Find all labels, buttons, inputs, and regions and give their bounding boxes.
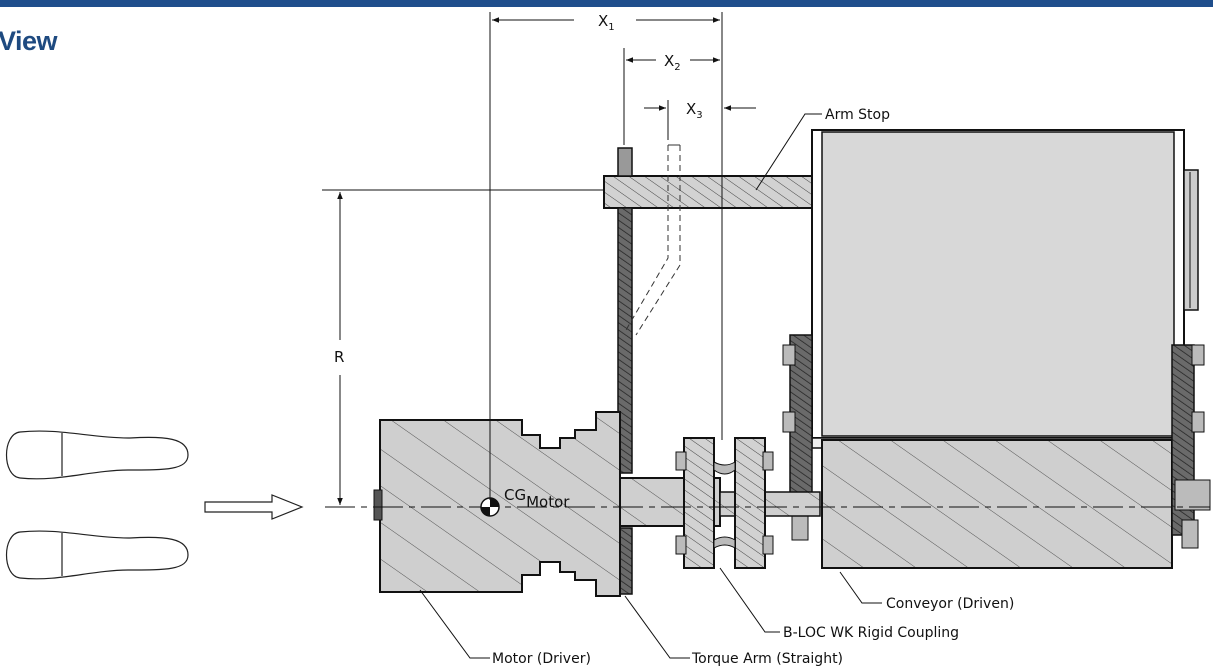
footprint-icon bbox=[6, 430, 189, 480]
footprint-icon bbox=[6, 530, 189, 580]
dimension-x2: X2 bbox=[664, 52, 681, 73]
dimension-r: R bbox=[334, 348, 344, 366]
dimension-lines bbox=[322, 12, 756, 505]
conveyor-drum bbox=[782, 129, 1211, 569]
dimension-x1: X1 bbox=[598, 12, 615, 33]
header-bar bbox=[0, 0, 1213, 7]
right-arrow-icon bbox=[204, 494, 304, 520]
callout-coupling: B-LOC WK Rigid Coupling bbox=[783, 625, 959, 641]
callout-torque-arm: Torque Arm (Straight) bbox=[691, 651, 843, 667]
dimension-x3: X3 bbox=[686, 100, 703, 121]
callout-conveyor: Conveyor (Driven) bbox=[886, 596, 1014, 612]
rigid-coupling bbox=[675, 437, 774, 569]
cg-symbol bbox=[480, 497, 500, 517]
arm-stop bbox=[603, 175, 813, 209]
callout-leaders bbox=[419, 113, 882, 659]
view-title: View bbox=[0, 26, 58, 56]
callout-arm-stop: Arm Stop bbox=[825, 107, 890, 123]
cg-label: CGMotor bbox=[504, 486, 570, 511]
callout-motor: Motor (Driver) bbox=[492, 651, 591, 667]
